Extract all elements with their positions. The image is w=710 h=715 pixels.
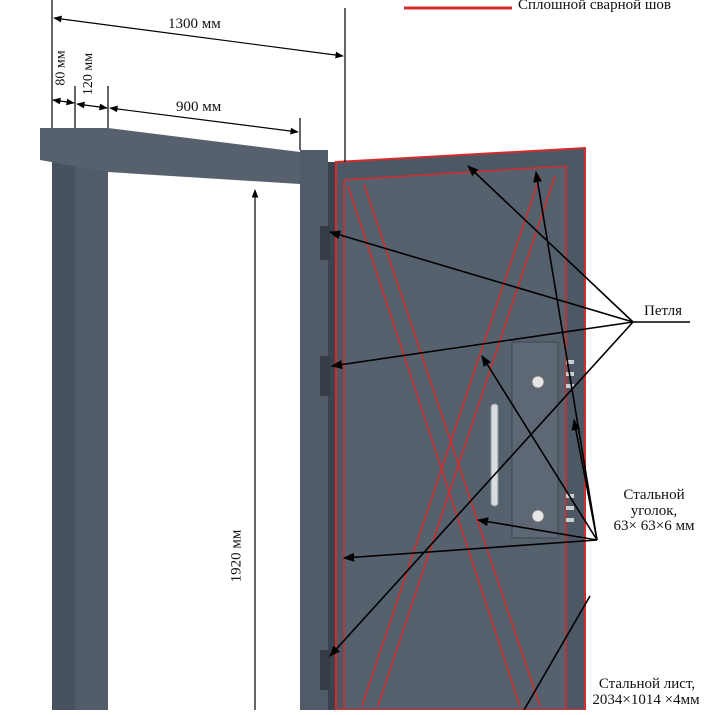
lower-lock-cylinder [531, 509, 545, 523]
dim-frame-side: 80 мм [53, 50, 69, 86]
callout-steel-sheet-line2: 2034×1014 ×4мм [592, 692, 700, 708]
door-leaf [335, 146, 586, 711]
hinge-middle [320, 356, 330, 396]
frame-left-post [40, 130, 75, 710]
frame-top-beam [40, 128, 340, 184]
legend-weld-label: Сплошной сварной шов [518, 0, 672, 13]
callout-steel-angle-line3: 63× 63×6 мм [613, 518, 695, 534]
dim-frame-inner: 120 мм [81, 52, 97, 96]
callout-steel-sheet-line1: Стальной лист, [598, 676, 696, 692]
hinges [320, 226, 330, 690]
door-leaf-inner [344, 166, 566, 710]
hinge-bottom [320, 650, 330, 690]
steel-angle-braces [347, 175, 556, 707]
callout-steel-angle-line1: Стальной [623, 487, 685, 503]
leader-lines [328, 165, 690, 711]
dim-opening-width: 900 мм [176, 99, 222, 115]
hinge-top [320, 226, 330, 260]
door-frame [40, 128, 340, 710]
dim-opening-height: 1920 мм [228, 529, 245, 583]
callout-steel-angle-line2: уголок, [630, 503, 678, 519]
door-handle [490, 403, 499, 507]
frame-left-inner-post [75, 128, 108, 710]
dim-total-width: 1300 мм [168, 16, 221, 32]
callout-hinge: Петля [644, 303, 683, 319]
dimension-lines [51, 0, 346, 710]
upper-lock-cylinder [531, 375, 545, 389]
